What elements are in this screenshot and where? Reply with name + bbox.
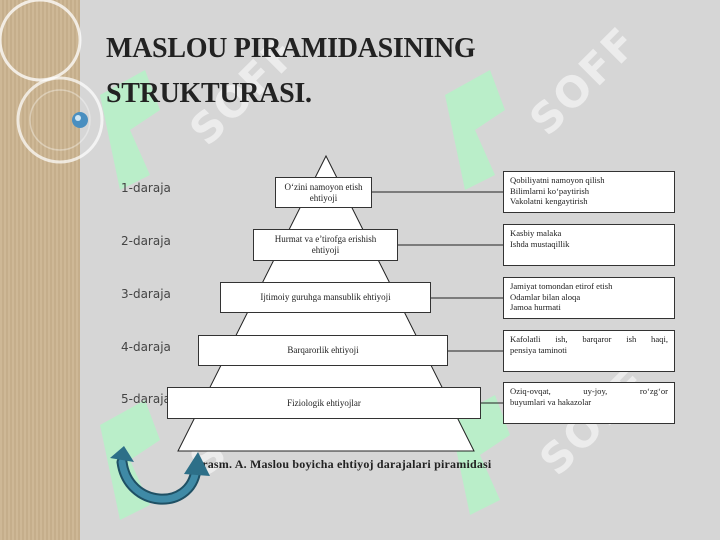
description-box-1: Qobiliyatni namoyon qilish Bilimlarni ko… — [503, 171, 675, 213]
description-line: Jamoa hurmati — [510, 302, 561, 312]
pyramid-box-belonging: Ijtimoiy guruhga mansublik ehtiyoji — [220, 282, 431, 313]
pyramid-box-physiological: Fiziologik ehtiyojlar — [167, 387, 481, 419]
description-line: Kafolatli ish, barqaror ish haqi, — [510, 334, 668, 344]
description-box-2: Kasbiy malaka Ishda mustaqillik — [503, 224, 675, 266]
slide-title-line-1: MASLOU PIRAMIDASINING — [106, 33, 476, 64]
level-label: 4-daraja — [121, 340, 171, 354]
pyramid-box-esteem: Hurmat va e’tirofga erishish ehtiyoji — [253, 229, 398, 261]
description-line: Vakolatni kengaytirish — [510, 196, 588, 206]
pyramid-box-self-actualization: O‘zini namoyon etish ehtiyoji — [275, 177, 372, 208]
description-line: pensiya taminoti — [510, 344, 568, 355]
level-label: 3-daraja — [121, 287, 171, 301]
pyramid-box-safety: Barqarorlik ehtiyoji — [198, 335, 448, 366]
slide-title-line-2: STRUKTURASI. — [106, 78, 312, 109]
description-line: Qobiliyatni namoyon qilish — [510, 175, 605, 185]
watermark-logo-icon — [445, 70, 505, 190]
description-line: Jamiyat tomondan etirof etish — [510, 281, 613, 291]
figure-caption: -rasm. A. Maslou boyicha ehtiyoj darajal… — [198, 457, 492, 471]
description-line: Odamlar bilan aloqa — [510, 291, 581, 302]
description-box-4: Kafolatli ish, barqaror ish haqi, pensiy… — [503, 330, 675, 372]
description-line: Bilimlarni ko‘paytirish — [510, 185, 590, 196]
level-label: 1-daraja — [121, 181, 171, 195]
watermark-logo-icon — [100, 70, 160, 190]
left-decorative-band — [0, 0, 80, 540]
slide-title: MASLOU PIRAMIDASINING STRUKTURASI. — [106, 26, 476, 116]
description-line: Oziq-ovqat, uy-joy, ro‘zg‘or — [510, 386, 668, 396]
level-label: 2-daraja — [121, 234, 171, 248]
description-line: buyumlari va hakazolar — [510, 396, 592, 407]
curved-arrow-icon[interactable] — [110, 446, 210, 505]
level-label: 5-daraja — [121, 392, 171, 406]
description-line: Ishda mustaqillik — [510, 238, 570, 249]
description-line: Kasbiy malaka — [510, 228, 562, 238]
description-box-3: Jamiyat tomondan etirof etish Odamlar bi… — [503, 277, 675, 319]
decorative-circles — [0, 0, 104, 164]
description-box-5: Oziq-ovqat, uy-joy, ro‘zg‘or buyumlari v… — [503, 382, 675, 424]
watermark-logo-icon — [450, 395, 510, 515]
